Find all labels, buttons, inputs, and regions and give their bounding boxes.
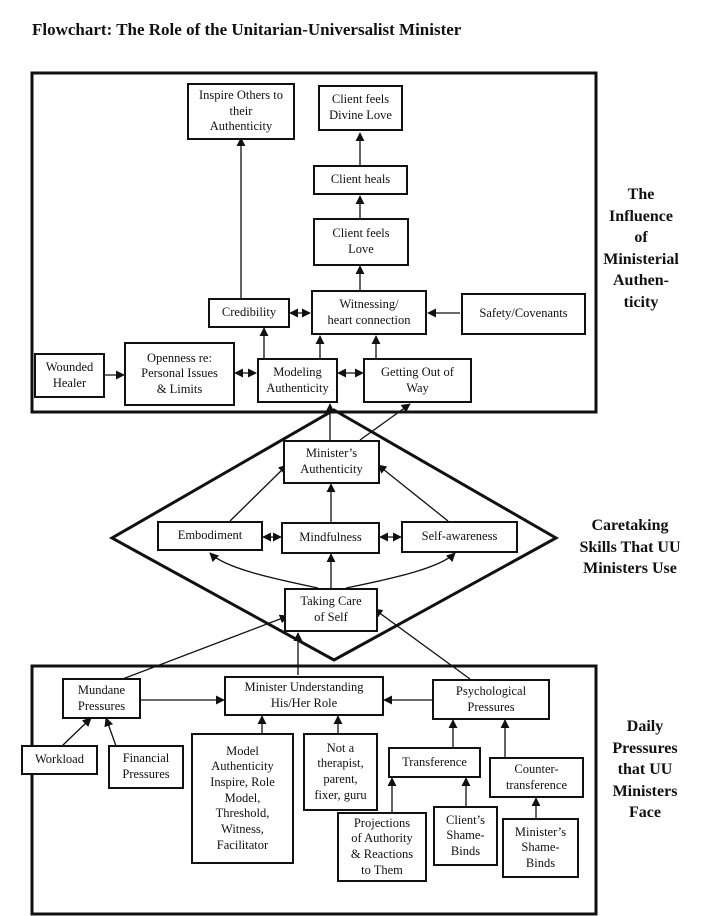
node-client-shame: Client’s Shame- Binds [433, 806, 498, 866]
node-taking-care: Taking Care of Self [284, 588, 378, 632]
arrow-takingcare-embodiment [209, 552, 319, 589]
arrow-financial-mundane [104, 717, 117, 747]
node-modeling: Modeling Authenticity [257, 358, 338, 403]
node-witnessing: Witnessing/ heart connection [311, 290, 427, 335]
node-not-therapist: Not a therapist, parent, fixer, guru [303, 733, 378, 811]
node-divine-love: Client feels Divine Love [318, 85, 403, 131]
arrow-selfawareness-authenticity [377, 464, 449, 522]
node-wounded-healer: Wounded Healer [34, 353, 105, 398]
label-caretaking: Caretaking Skills That UU Ministers Use [579, 517, 681, 578]
influence-frame [30, 71, 598, 414]
node-model-roles: Model Authenticity Inspire, Role Model, … [191, 733, 294, 864]
node-safety: Safety/Covenants [461, 293, 586, 335]
node-understanding: Minister Understanding His/Her Role [224, 676, 384, 716]
node-mindfulness: Mindfulness [281, 522, 380, 554]
arrow-authenticity-gettingout [359, 403, 411, 441]
node-self-awareness: Self-awareness [401, 521, 518, 553]
arrow-embodiment-authenticity [229, 464, 288, 522]
page-title: Flowchart: The Role of the Unitarian-Uni… [32, 20, 462, 39]
pressures-frame [30, 664, 598, 916]
arrow-mundane-takingcare [119, 614, 289, 681]
label-influence: The Influence of Ministerial Authen- tic… [603, 186, 679, 311]
node-workload: Workload [21, 745, 98, 775]
node-ministers-authenticity: Minister’s Authenticity [283, 440, 380, 484]
node-client-heals: Client heals [313, 165, 408, 195]
node-mundane: Mundane Pressures [62, 678, 141, 719]
node-embodiment: Embodiment [157, 521, 263, 551]
node-credibility: Credibility [208, 298, 290, 328]
arrow-psychological-takingcare [373, 608, 471, 680]
label-pressures: Daily Pressures that UU Ministers Face [612, 718, 678, 822]
node-client-love: Client feels Love [313, 218, 409, 266]
node-financial: Financial Pressures [108, 745, 184, 789]
node-inspire: Inspire Others to their Authenticity [187, 83, 295, 140]
node-countertransference: Counter- transference [489, 757, 584, 798]
node-getting-out: Getting Out of Way [363, 358, 472, 403]
node-openness: Openness re: Personal Issues & Limits [124, 342, 235, 406]
arrow-takingcare-selfawareness [345, 552, 456, 589]
node-projections: Projections of Authority & Reactions to … [337, 812, 427, 882]
node-psychological: Psychological Pressures [432, 679, 550, 720]
arrow-workload-mundane [61, 717, 92, 747]
node-transference: Transference [388, 747, 481, 778]
node-minister-shame: Minister’s Shame- Binds [502, 818, 579, 878]
caretaking-diamond [108, 408, 560, 662]
